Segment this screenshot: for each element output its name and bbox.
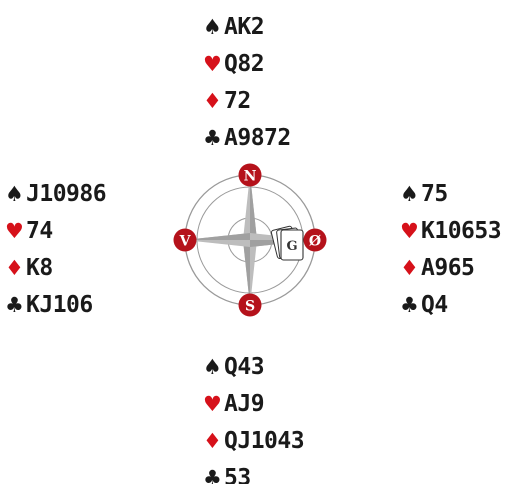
north-marker-circle [238,163,262,187]
spade-icon: ♠ [203,15,222,39]
west-hand: ♠J10986 ♥74 ♦K8 ♣KJ106 [5,176,155,324]
compass-rose: G N S V Ø [173,163,327,317]
west-hearts-line: ♥74 [5,213,155,250]
south-hand: ♠Q43 ♥AJ9 ♦QJ1043 ♣53 [203,349,353,484]
east-hearts-line: ♥K10653 [400,213,519,250]
dealer-card-stack: G [270,225,304,261]
east-marker-circle [303,228,327,252]
rose-arm-west-shade [184,233,250,240]
north-clubs-line: ♣A9872 [203,120,353,157]
west-diamonds: K8 [26,255,53,281]
west-hearts: 74 [26,218,53,244]
north-diamonds-line: ♦72 [203,83,353,120]
heart-icon: ♥ [203,52,222,76]
heart-icon: ♥ [400,219,419,243]
diamond-icon: ♦ [5,256,24,280]
club-icon: ♣ [5,293,24,317]
diamond-icon: ♦ [203,429,222,453]
north-diamonds: 72 [224,88,251,114]
east-spades-line: ♠75 [400,176,519,213]
north-hand: ♠AK2 ♥Q82 ♦72 ♣A9872 [203,9,353,157]
front-card [280,229,304,261]
south-spades: Q43 [224,354,265,380]
spade-icon: ♠ [400,182,419,206]
east-hearts: K10653 [421,218,502,244]
east-hand: ♠75 ♥K10653 ♦A965 ♣Q4 [400,176,519,324]
east-diamonds: A965 [421,255,475,281]
east-diamonds-line: ♦A965 [400,250,519,287]
south-clubs-line: ♣53 [203,460,353,484]
east-spades: 75 [421,181,448,207]
north-hearts-line: ♥Q82 [203,46,353,83]
marker-west: V [173,228,197,252]
south-hearts-line: ♥AJ9 [203,386,353,423]
north-clubs: A9872 [224,125,291,151]
west-marker-label: V [179,234,192,250]
south-diamonds: QJ1043 [224,428,305,454]
heart-icon: ♥ [5,219,24,243]
marker-east: Ø [303,228,327,252]
north-spades: AK2 [224,14,265,40]
dealer-label: G [286,239,297,254]
west-diamonds-line: ♦K8 [5,250,155,287]
south-hearts: AJ9 [224,391,265,417]
rose-arm-north-shade [250,174,257,240]
west-clubs: KJ106 [26,292,93,318]
south-marker-circle [238,293,262,317]
marker-north: N [238,163,262,187]
south-spades-line: ♠Q43 [203,349,353,386]
east-marker-label: Ø [309,234,321,250]
diamond-icon: ♦ [203,89,222,113]
west-marker-circle [173,228,197,252]
heart-icon: ♥ [203,392,222,416]
club-icon: ♣ [203,466,222,484]
club-icon: ♣ [400,293,419,317]
north-hearts: Q82 [224,51,265,77]
spade-icon: ♠ [203,355,222,379]
south-diamonds-line: ♦QJ1043 [203,423,353,460]
west-clubs-line: ♣KJ106 [5,287,155,324]
east-clubs-line: ♣Q4 [400,287,519,324]
club-icon: ♣ [203,126,222,150]
spade-icon: ♠ [5,182,24,206]
south-clubs: 53 [224,465,251,484]
rose-arm-south-shade [243,240,250,306]
north-marker-label: N [244,169,257,185]
south-marker-label: S [245,299,255,315]
east-clubs: Q4 [421,292,448,318]
north-spades-line: ♠AK2 [203,9,353,46]
west-spades-line: ♠J10986 [5,176,155,213]
west-spades: J10986 [26,181,107,207]
marker-south: S [238,293,262,317]
diamond-icon: ♦ [400,256,419,280]
